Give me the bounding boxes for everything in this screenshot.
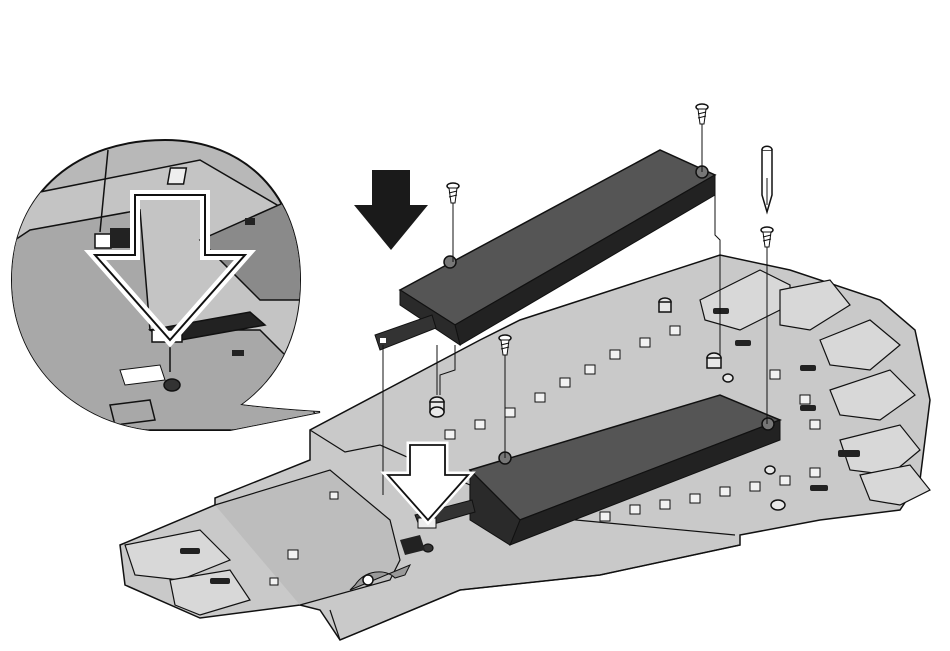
down-arrow-solid-icon (354, 170, 428, 250)
magnified-inset (0, 140, 320, 430)
screw-icon (761, 227, 773, 247)
screw-icon (447, 183, 459, 203)
screw-icon (696, 104, 708, 124)
screwdriver-icon (762, 146, 772, 212)
